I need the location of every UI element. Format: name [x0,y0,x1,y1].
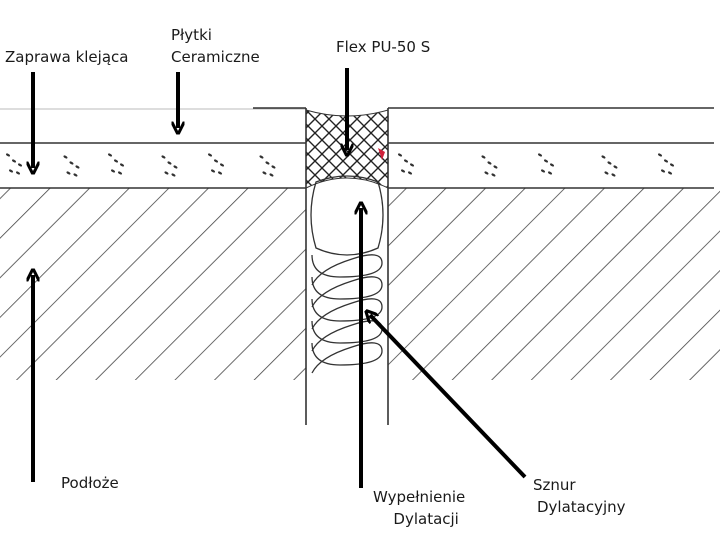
mortar-speckle [410,163,414,167]
mortar-speckle [661,169,665,173]
mortar-speckle [670,163,674,167]
mortar-speckle [173,165,178,169]
mortar-speckle [548,171,552,175]
mortar-speckle [481,155,486,159]
arrows [33,68,527,488]
mortar-speckle [484,171,489,175]
mortar-speckle [66,171,71,175]
label-substrate-text: Podłoże [61,474,119,492]
mortar-speckle [668,171,672,175]
label-joint-filler-line1: Wypełnienie [373,488,466,506]
mortar-speckle [491,173,496,177]
label-backer-rod-line1: Sznur [533,476,576,494]
label-adhesive-mortar-text: Zaprawa klejąca [5,48,129,66]
tile-layer [0,107,714,189]
label-substrate: Podłoże [61,472,119,494]
mortar-speckle [164,171,169,175]
mortar-speckle [73,173,78,177]
mortar-speckle [12,159,16,163]
mortar-speckle [114,159,118,163]
mortar-speckle [544,159,548,163]
substrate-layer [0,188,720,380]
mortar-speckle [211,169,215,173]
mortar-speckle [493,165,498,169]
mortar-speckle [75,165,80,169]
mortar-speckle [120,163,124,167]
mortar-speckle [108,153,112,157]
mortar-speckle [487,161,492,165]
mortar-speckle [208,153,212,157]
mortar-speckle [214,159,218,163]
label-ceramic-tiles-line1: Płytki [171,26,212,44]
mortar-speckle [613,165,618,169]
mortar-speckle [6,153,10,157]
label-joint-filler: Wypełnienie Dylatacji [373,486,465,530]
joint-filler-loop [311,254,383,286]
joint-filler [311,254,383,374]
mortar-speckle [601,155,606,159]
mortar-speckle [63,155,68,159]
mortar-speckle [118,171,122,175]
label-backer-rod: Sznur Dylatacyjny [533,474,626,518]
mortar-speckle [611,173,616,177]
label-sealant-text: Flex PU-50 S [336,38,431,56]
mortar-speckle [161,155,166,159]
arrow-backer-rod [370,315,527,479]
joint-filler-loop [311,276,383,308]
mortar-speckle [167,161,172,165]
mortar-speckle [541,169,545,173]
mortar-speckle [18,163,22,167]
mortar-speckle [262,171,267,175]
mortar-speckle [398,153,402,157]
mortar-speckle [664,159,668,163]
mortar-speckle [401,169,405,173]
label-backer-rod-line2: Dylatacyjny [537,498,626,516]
mortar-speckle [9,169,13,173]
mortar-speckle [220,163,224,167]
adhesive-mortar-layer [6,153,674,177]
mortar-speckle [271,165,276,169]
mortar-speckle [259,155,264,159]
mortar-speckle [538,153,542,157]
mortar-speckle [404,159,408,163]
label-ceramic-tiles: Płytki Ceramiczne [171,24,260,68]
label-joint-filler-line2: Dylatacji [393,510,459,528]
mortar-speckle [658,153,662,157]
mortar-speckle [607,161,612,165]
joint-filler-loop [311,342,383,374]
label-sealant: Flex PU-50 S [336,36,430,58]
mortar-speckle [269,173,274,177]
joint-filler-loop [311,320,383,352]
joint-filler-loop [311,298,383,330]
mortar-speckle [408,171,412,175]
label-adhesive-mortar: Zaprawa klejąca [5,46,128,68]
backer-rod [310,175,384,256]
mortar-speckle [16,171,20,175]
mortar-speckle [604,171,609,175]
label-ceramic-tiles-line2: Ceramiczne [171,48,260,66]
mortar-speckle [111,169,115,173]
mortar-speckle [550,163,554,167]
mortar-speckle [69,161,74,165]
mortar-speckle [265,161,270,165]
mortar-speckle [218,171,222,175]
mortar-speckle [171,173,176,177]
